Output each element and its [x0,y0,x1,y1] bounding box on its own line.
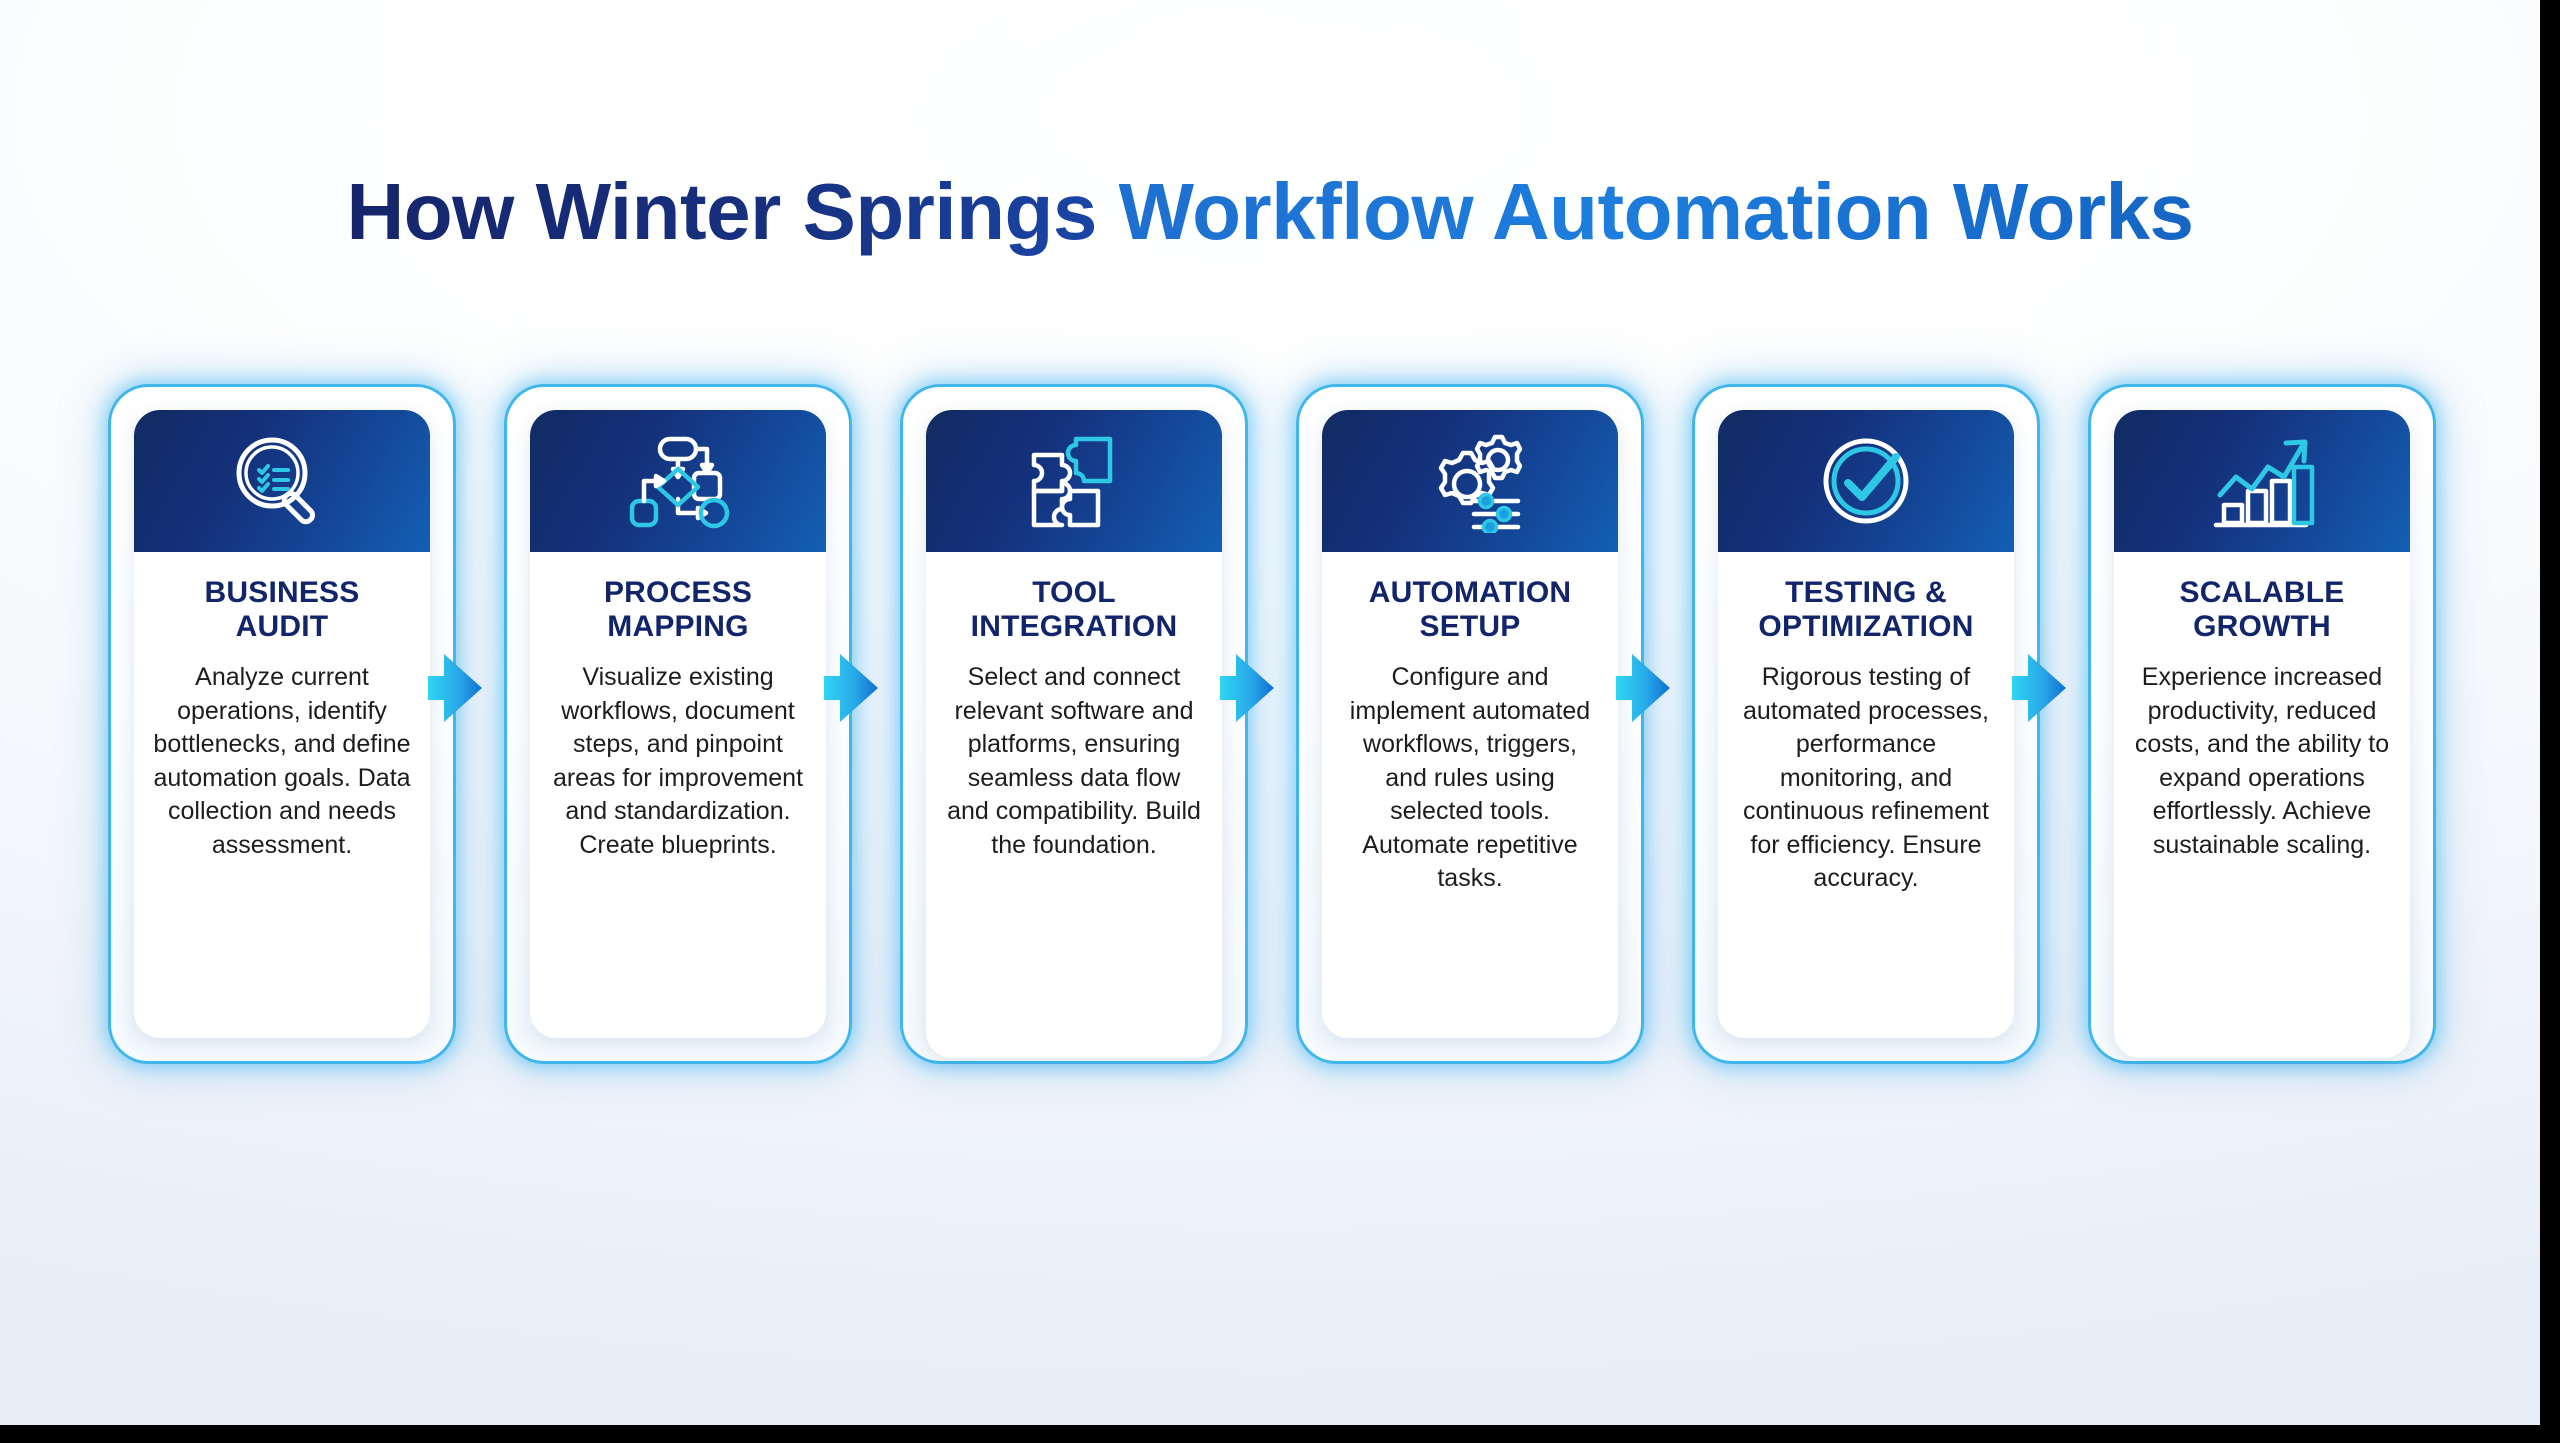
check-circle-icon [1810,429,1922,533]
gears-sliders-icon [1414,429,1526,533]
step-icon-header [926,410,1222,552]
step-body: AUTOMATION SETUP Configure and implement… [1322,552,1618,1038]
step-description: Rigorous testing of automated processes,… [1743,663,1989,893]
step-description: Select and connect relevant software and… [947,663,1201,859]
process-step-process-mapping[interactable]: PROCESS MAPPING Visualize existing workf… [504,384,878,1064]
step-card: AUTOMATION SETUP Configure and implement… [1322,410,1618,1038]
page-title-part-dark: How Winter Springs [346,166,1119,256]
step-body: BUSINESS AUDIT Analyze current operation… [134,552,430,1038]
step-card: BUSINESS AUDIT Analyze current operation… [134,410,430,1038]
step-body: TESTING & OPTIMIZATION Rigorous testing … [1718,552,2014,1038]
step-description: Configure and implement automated workfl… [1349,663,1591,893]
step-body: SCALABLE GROWTH Experience increased pro… [2114,552,2410,1058]
step-icon-header [530,410,826,552]
magnifier-checklist-icon [226,429,338,533]
process-step-automation-setup[interactable]: AUTOMATION SETUP Configure and implement… [1296,384,1670,1064]
step-description: Analyze current operations, identify bot… [153,663,411,859]
infographic-canvas: How Winter Springs Workflow Automation W… [0,0,2540,1425]
flowchart-icon [622,429,734,533]
step-title: PROCESS MAPPING [603,576,753,643]
step-title: TESTING & OPTIMIZATION [1758,576,1974,643]
step-body: TOOL INTEGRATION Select and connect rele… [926,552,1222,1058]
step-title: AUTOMATION SETUP [1368,576,1572,643]
page-title: How Winter Springs Workflow Automation W… [0,171,2540,252]
growth-chart-icon [2206,429,2318,533]
step-icon-header [134,410,430,552]
page-title-part-light: Workflow Automation Works [1118,166,2194,256]
process-flow: BUSINESS AUDIT Analyze current operation… [108,384,2448,1064]
step-description: Visualize existing workflows, document s… [552,663,804,859]
process-step-business-audit[interactable]: BUSINESS AUDIT Analyze current operation… [108,384,482,1064]
step-card: TOOL INTEGRATION Select and connect rele… [926,410,1222,1058]
process-step-testing-optimization[interactable]: TESTING & OPTIMIZATION Rigorous testing … [1692,384,2066,1064]
step-title: TOOL INTEGRATION [970,576,1178,643]
step-description: Experience increased productivity, reduc… [2134,663,2390,859]
step-card: PROCESS MAPPING Visualize existing workf… [530,410,826,1038]
step-title: SCALABLE GROWTH [2179,576,2345,643]
step-icon-header [1322,410,1618,552]
step-icon-header [1718,410,2014,552]
process-step-tool-integration[interactable]: TOOL INTEGRATION Select and connect rele… [900,384,1274,1064]
frame-bar-bottom [0,1425,2560,1443]
step-title: BUSINESS AUDIT [204,576,360,643]
step-icon-header [2114,410,2410,552]
process-step-scalable-growth[interactable]: SCALABLE GROWTH Experience increased pro… [2088,384,2436,1064]
frame-bar-right [2540,0,2560,1443]
step-card: TESTING & OPTIMIZATION Rigorous testing … [1718,410,2014,1038]
puzzle-pieces-icon [1018,429,1130,533]
step-body: PROCESS MAPPING Visualize existing workf… [530,552,826,1038]
step-card: SCALABLE GROWTH Experience increased pro… [2114,410,2410,1058]
